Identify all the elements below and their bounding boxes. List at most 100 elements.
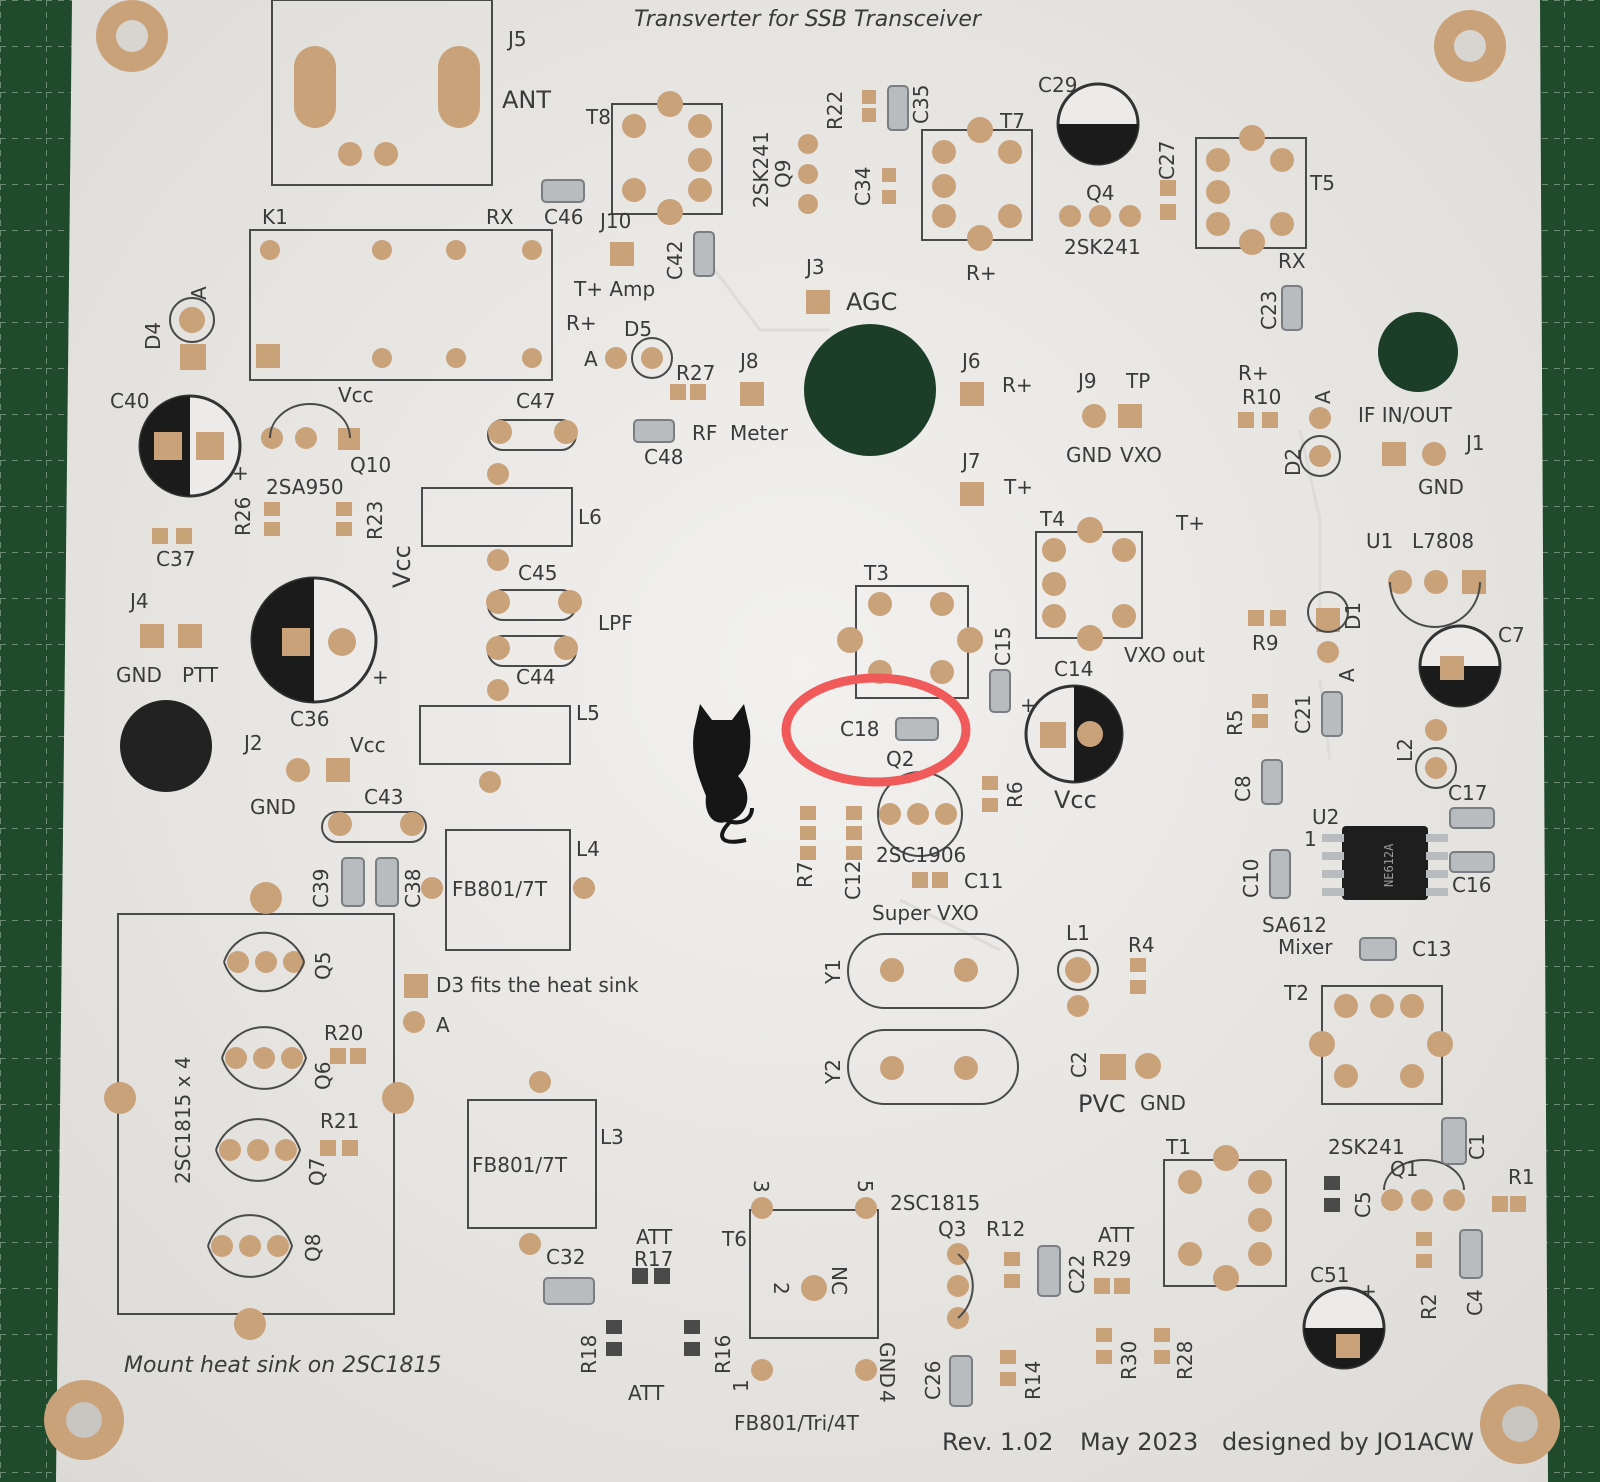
label-c10: C10 — [1239, 859, 1263, 898]
label-mixer: Mixer — [1278, 935, 1333, 959]
label-d1: D1 — [1341, 602, 1365, 630]
label-fb801-l4: FB801/7T — [452, 877, 548, 901]
label-y1: Y1 — [821, 959, 845, 985]
label-2sa950: 2SA950 — [266, 475, 344, 499]
label-a-d4: A — [187, 286, 211, 300]
label-d3-note: D3 fits the heat sink — [436, 973, 639, 997]
label-l7808: L7808 — [1412, 529, 1474, 553]
label-c14: C14 — [1054, 657, 1093, 681]
label-r5: R5 — [1223, 709, 1247, 736]
label-q7: Q7 — [305, 1158, 329, 1186]
label-l5: L5 — [576, 701, 600, 725]
label-c35: C35 — [909, 85, 933, 124]
label-c29: C29 — [1038, 73, 1077, 97]
mounting-holes — [44, 0, 1560, 1464]
label-meter: Meter — [730, 421, 789, 445]
label-t-amp: T+ Amp — [573, 277, 655, 301]
label-c46: C46 — [544, 205, 583, 229]
label-pin2: 2 — [769, 1282, 793, 1295]
label-j1: J1 — [1464, 431, 1485, 455]
label-l2: L2 — [1393, 738, 1417, 762]
label-gnd-j9: GND — [1066, 443, 1112, 467]
label-ptt: PTT — [182, 663, 219, 687]
label-c1: C1 — [1465, 1133, 1489, 1160]
label-plus-c36: + — [372, 665, 389, 689]
label-vxo-j9: VXO — [1120, 443, 1162, 467]
label-ant: ANT — [502, 86, 551, 114]
mount-hole-top-left — [96, 0, 168, 72]
label-tplus-t4: T+ — [1175, 511, 1205, 535]
label-c22: C22 — [1065, 1255, 1089, 1294]
label-q5: Q5 — [311, 952, 335, 980]
label-c8: C8 — [1231, 775, 1255, 802]
label-a-d1: A — [1335, 668, 1359, 682]
label-gnd-j2: GND — [250, 795, 296, 819]
label-nc: NC — [827, 1266, 851, 1295]
capacitor-c36 — [250, 576, 378, 704]
label-plus-c51: + — [1360, 1279, 1377, 1303]
label-pin1-t6: 1 — [729, 1379, 753, 1392]
label-c4: C4 — [1463, 1289, 1487, 1316]
label-u2: U2 — [1312, 805, 1339, 829]
label-r29: R29 — [1092, 1247, 1131, 1271]
label-q1: Q1 — [1390, 1157, 1418, 1181]
label-c43: C43 — [364, 785, 403, 809]
label-r4: R4 — [1128, 933, 1155, 957]
label-j4: J4 — [128, 589, 149, 613]
label-gnd-j1: GND — [1418, 475, 1464, 499]
label-q2: Q2 — [886, 747, 914, 771]
label-l6: L6 — [578, 505, 602, 529]
label-u1: U1 — [1366, 529, 1393, 553]
label-r7: R7 — [793, 861, 817, 888]
label-c38: C38 — [401, 869, 425, 908]
annotation-circle-c18 — [781, 673, 971, 787]
label-if-in-out: IF IN/OUT — [1358, 403, 1453, 427]
label-super-vxo: Super VXO — [872, 901, 979, 925]
label-c15: C15 — [991, 627, 1015, 666]
mount-hole-top-right — [1434, 10, 1506, 82]
label-c7: C7 — [1498, 623, 1525, 647]
label-r27: R27 — [676, 361, 715, 385]
label-l4: L4 — [576, 837, 600, 861]
label-att-bottom: ATT — [628, 1381, 665, 1405]
label-c48: C48 — [644, 445, 683, 469]
label-c12: C12 — [841, 861, 865, 900]
label-fb801-l3: FB801/7T — [472, 1153, 568, 1177]
label-t7: T7 — [999, 109, 1025, 133]
label-c40: C40 — [110, 389, 149, 413]
label-a-d3: A — [436, 1013, 450, 1037]
label-c5: C5 — [1351, 1191, 1375, 1218]
faint-traces — [698, 249, 1332, 952]
label-l3: L3 — [600, 1125, 624, 1149]
label-j3: J3 — [804, 255, 825, 279]
label-l1: L1 — [1066, 921, 1090, 945]
label-2sc1815-q3: 2SC1815 — [890, 1191, 980, 1215]
label-tplus-j7: T+ — [1003, 475, 1033, 499]
label-gnd-c2: GND — [1140, 1091, 1186, 1115]
label-c39: C39 — [309, 869, 333, 908]
footer-revision: Rev. 1.02 — [942, 1428, 1053, 1456]
label-c18: C18 — [840, 717, 879, 741]
label-r17: R17 — [634, 1247, 673, 1271]
bottom-transformer-label: FB801/Tri/4T — [734, 1411, 860, 1435]
label-r28: R28 — [1173, 1341, 1197, 1380]
cutout-center — [804, 324, 936, 456]
label-2sk241-q4: 2SK241 — [1064, 235, 1141, 259]
label-c47: C47 — [516, 389, 555, 413]
label-pin3: 3 — [749, 1180, 773, 1193]
label-lpf: LPF — [598, 611, 633, 635]
label-t3: T3 — [863, 561, 889, 585]
label-r18: R18 — [577, 1335, 601, 1374]
label-t5: T5 — [1309, 171, 1335, 195]
ic-marking: NE612A — [1382, 843, 1396, 887]
label-c26: C26 — [921, 1361, 945, 1400]
through-hole-pads — [104, 46, 1486, 1381]
label-j6: J6 — [960, 349, 981, 373]
label-r26: R26 — [231, 497, 255, 536]
label-j10: J10 — [598, 209, 631, 233]
label-j8: J8 — [738, 349, 759, 373]
label-plus-c40: + — [232, 461, 249, 485]
ic-sa612 — [1322, 826, 1448, 900]
label-2sc1815x4: 2SC1815 x 4 — [171, 1056, 195, 1184]
